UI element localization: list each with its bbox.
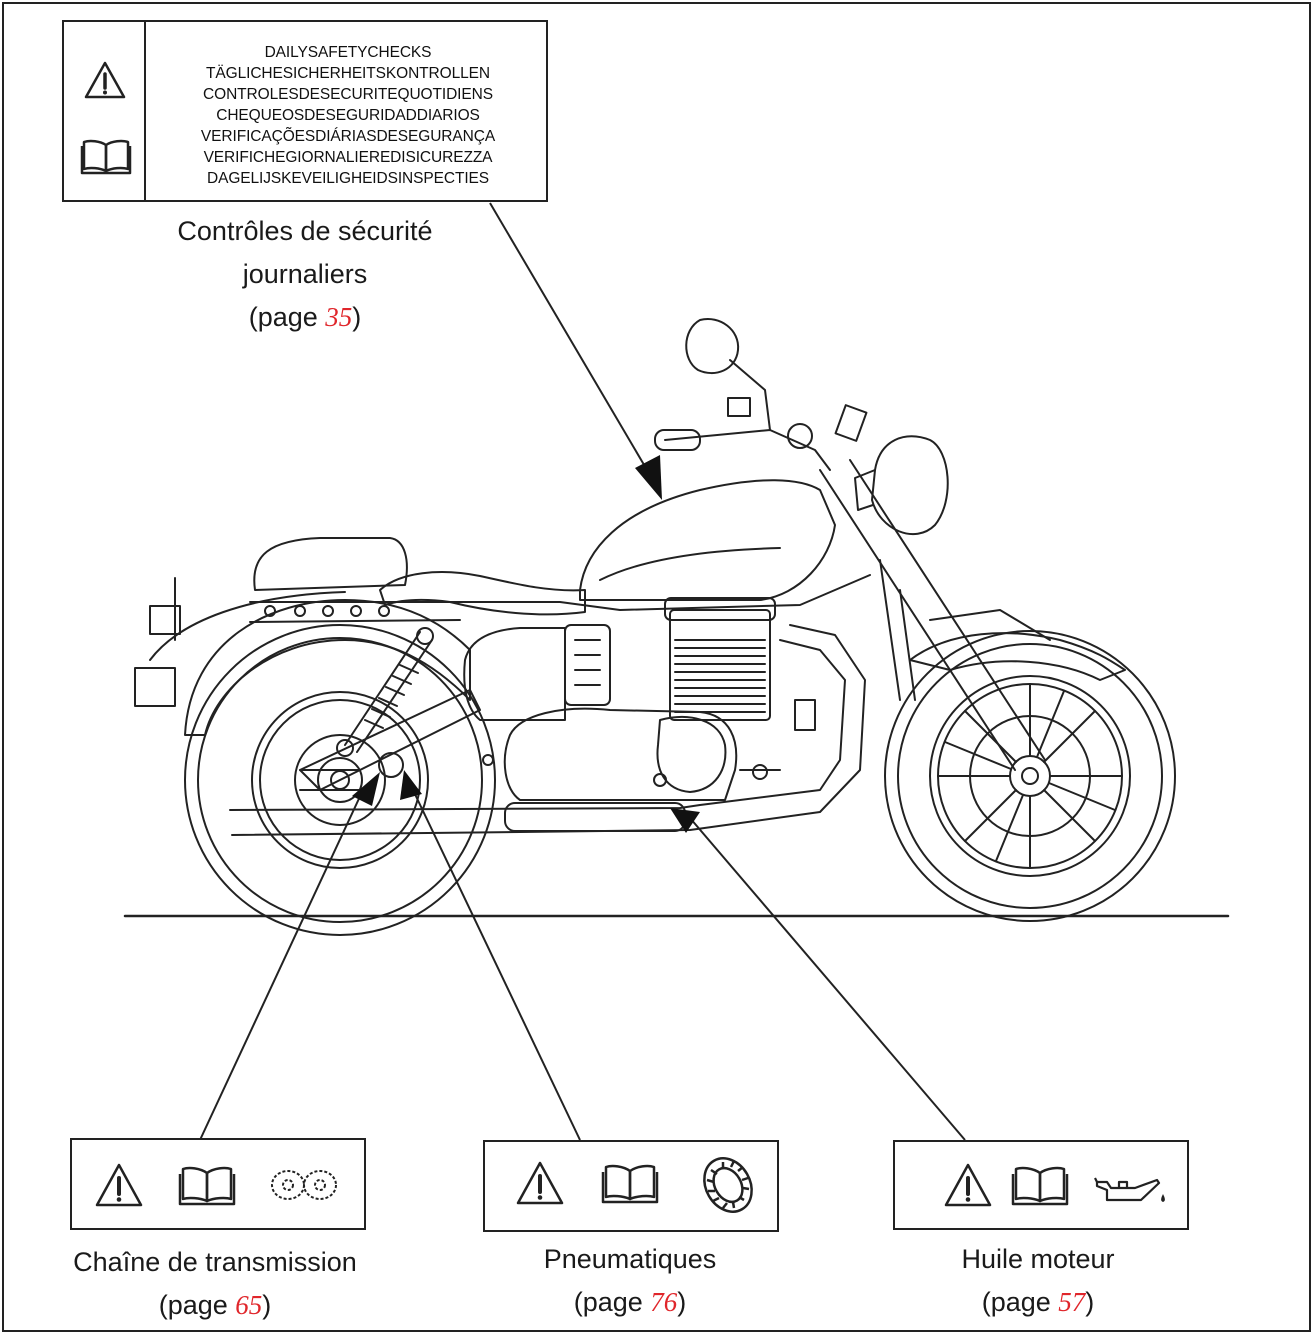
callout-tyres-page: (page 76): [445, 1281, 815, 1324]
front-fork: [819, 469, 1016, 771]
manual-book-icon: [1011, 1166, 1069, 1206]
front-wheel: [884, 630, 1176, 922]
rear-wheel: [184, 624, 496, 936]
page-link-57[interactable]: 57: [1058, 1287, 1086, 1317]
warning-triangle-icon: [84, 61, 126, 99]
warning-triangle-icon: [944, 1163, 992, 1207]
label-line: TÄGLICHESICHERHEITSKONTROLLEN: [206, 65, 490, 82]
page-link-35[interactable]: 35: [325, 302, 353, 332]
callout-chain-page: (page 65): [30, 1284, 400, 1327]
arrowhead-chain: [352, 772, 380, 806]
handlebar: [664, 429, 831, 471]
tyre-icon: [703, 1157, 753, 1213]
label-icon-column: [64, 22, 146, 200]
page-prefix: (page: [981, 1287, 1059, 1317]
arrowhead-tyres: [400, 770, 422, 800]
page-suffix: ): [262, 1290, 272, 1320]
leader-line-oil: [689, 817, 966, 1141]
exhaust-pipe: [229, 639, 846, 811]
seat: [379, 571, 586, 616]
engine-case: [503, 707, 738, 801]
callout-safety-line2: journaliers: [242, 259, 368, 289]
page-suffix: ): [677, 1287, 687, 1317]
swing-arm: [299, 689, 481, 791]
arrowhead-oil: [670, 808, 700, 833]
label-line: VERIFICAÇÕESDIÁRIASDESEGURANÇA: [200, 128, 496, 145]
arrowhead-safety: [635, 455, 662, 500]
mirror: [685, 318, 740, 375]
manual-book-icon: [80, 139, 132, 175]
page-suffix: ): [352, 302, 362, 332]
page-prefix: (page: [573, 1287, 651, 1317]
callout-safety: Contrôles de sécurité journaliers (page …: [120, 210, 490, 339]
manual-book-icon: [601, 1164, 659, 1204]
label-line: CHEQUEOSDESEGURIDADDIARIOS: [216, 107, 480, 124]
manual-book-icon: [178, 1166, 236, 1206]
callout-oil: Huile moteur (page 57): [853, 1238, 1223, 1324]
leader-line-chain: [199, 789, 364, 1141]
callout-chain-line1: Chaîne de transmission: [73, 1247, 357, 1277]
callout-chain: Chaîne de transmission (page 65): [30, 1241, 400, 1327]
label-text-block: DAILYSAFETYCHECKS TÄGLICHESICHERHEITSKON…: [148, 42, 548, 189]
page-link-65[interactable]: 65: [235, 1290, 263, 1320]
oil-can-icon: [1094, 1177, 1165, 1202]
warning-triangle-icon: [95, 1163, 143, 1207]
label-line: CONTROLESDESECURITEQUOTIDIENS: [203, 86, 493, 103]
leader-line-safety: [489, 202, 651, 476]
page-prefix: (page: [158, 1290, 236, 1320]
chain-icon: [271, 1170, 337, 1200]
label-line: DAGELIJSKEVEILIGHEIDSINSPECTIES: [206, 170, 489, 187]
page-prefix: (page: [248, 302, 326, 332]
shock-absorber: [344, 631, 421, 746]
pillion-seat: [253, 537, 408, 591]
tyres-label: [483, 1140, 779, 1232]
headlight: [871, 435, 949, 536]
front-fender: [909, 632, 1126, 681]
air-filter: [564, 624, 611, 706]
callout-oil-line1: Huile moteur: [961, 1244, 1115, 1274]
daily-safety-label: DAILYSAFETYCHECKS TÄGLICHESICHERHEITSKON…: [62, 20, 548, 202]
page-suffix: ): [1085, 1287, 1095, 1317]
label-line: DAILYSAFETYCHECKS: [264, 44, 432, 61]
page-link-76[interactable]: 76: [650, 1287, 678, 1317]
label-line: VERIFICHEGIORNALIEREDISICUREZZA: [203, 149, 493, 166]
callout-oil-page: (page 57): [853, 1281, 1223, 1324]
warning-triangle-icon: [516, 1161, 564, 1205]
chain-label: [70, 1138, 366, 1230]
callout-safety-line1: Contrôles de sécurité: [177, 216, 433, 246]
fuel-tank: [579, 479, 836, 601]
callout-tyres-line1: Pneumatiques: [543, 1244, 717, 1274]
leader-line-tyres: [412, 789, 581, 1141]
callout-safety-page: (page 35): [120, 296, 490, 339]
oil-label: [893, 1140, 1189, 1230]
callout-tyres: Pneumatiques (page 76): [445, 1238, 815, 1324]
side-panel: [463, 627, 566, 721]
